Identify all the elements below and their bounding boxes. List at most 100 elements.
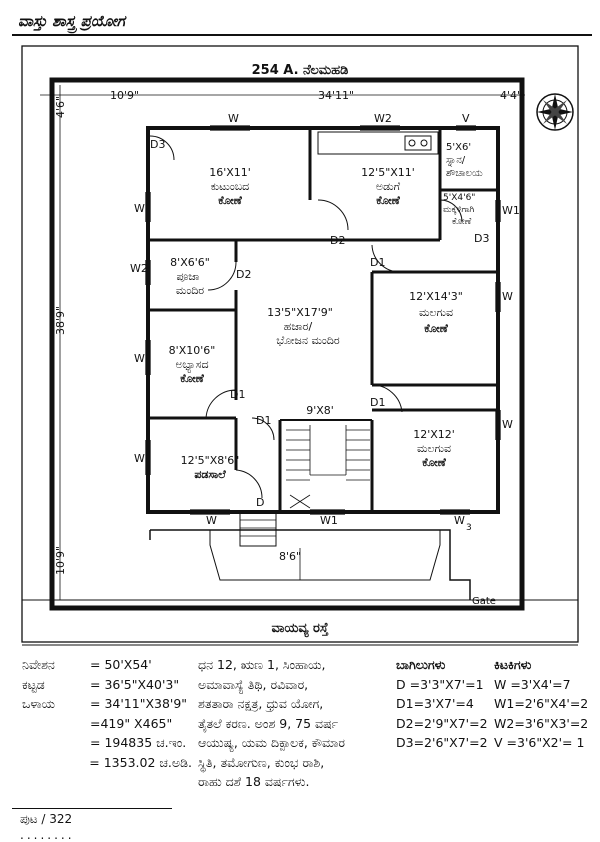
spec-row: = 1353.02 ಚ.ಅಡಿ. — [22, 753, 192, 773]
svg-text:W: W — [228, 112, 239, 125]
dim-mid: 34'11" — [318, 89, 354, 102]
svg-text:8'X10'6": 8'X10'6" — [169, 344, 216, 357]
svg-text:12'5"X11': 12'5"X11' — [361, 166, 415, 179]
windows-heading: ಕಿಟಕಿಗಳು — [494, 657, 532, 672]
spec-value: = 194835 ಚ.ಇಂ. — [90, 735, 187, 750]
svg-text:W: W — [454, 514, 465, 527]
door-swings — [149, 135, 463, 499]
svg-text:D3: D3 — [474, 232, 489, 245]
svg-text:V: V — [462, 112, 470, 125]
svg-text:D1: D1 — [230, 388, 245, 401]
room-bed2: 12'X12' ಮಲಗುವ ಕೋಣೆ — [413, 428, 455, 469]
svg-text:ಕೋಣೆ: ಕೋಣೆ — [376, 194, 400, 207]
svg-text:12'5"X8'6": 12'5"X8'6" — [181, 454, 240, 467]
gate-mark — [462, 606, 518, 610]
floor-plan: 254 A. ನೆಲಮಹಡಿ 10'9" 34'11" 4'4" 4'6" 3 8… — [21, 45, 579, 646]
svg-text:ಮಲಗುವ: ಮಲಗುವ — [417, 442, 451, 455]
svg-text:ಪಡಸಾಲೆ: ಪಡಸಾಲೆ — [194, 468, 226, 481]
spec-label — [22, 714, 90, 734]
svg-text:W: W — [134, 352, 145, 365]
svg-text:ಪೂಜಾ: ಪೂಜಾ — [176, 270, 199, 283]
plot-boundary — [49, 77, 525, 611]
door-spec: D3=2'6"X7'=2 — [396, 735, 488, 750]
svg-text:ಮಂದಿರ: ಮಂದಿರ — [176, 284, 204, 297]
spec-row: ಕಟ್ಟಡ = 36'5"X40'3" — [22, 675, 192, 695]
room-kitchen: 12'5"X11' ಅಡುಗೆ ಕೋಣೆ — [361, 166, 415, 207]
svg-text:12'X14'3": 12'X14'3" — [409, 290, 463, 303]
dim-top-v: 4'6" — [54, 96, 67, 118]
plan-title: 254 A. ನೆಲಮಹಡಿ — [252, 63, 349, 78]
room-stairs: 9'X8' — [306, 404, 334, 417]
page-header: ವಾಸ್ತು ಶಾಸ್ತ್ರ ಪ್ರಯೋಗ — [12, 8, 592, 36]
book-title: ವಾಸ್ತು ಶಾಸ್ತ್ರ ಪ್ರಯೋಗ — [18, 12, 125, 30]
svg-text:W: W — [134, 202, 145, 215]
svg-text:ಮಲಗುವ: ಮಲಗುವ — [419, 306, 453, 319]
window-spec: W2=3'6"X3'=2 — [494, 715, 589, 731]
dim-entrance: 8'6" — [279, 550, 301, 563]
room-study: 8'X10'6" ಅಭ್ಯಾಸದ ಕೋಣೆ — [169, 344, 216, 385]
stair-steps — [286, 425, 370, 509]
spec-label — [22, 733, 90, 753]
door-spec: D2=2'9"X7'=2 — [396, 715, 488, 731]
svg-text:16'X11': 16'X11' — [209, 166, 251, 179]
window-marks — [145, 125, 501, 515]
svg-text:D: D — [256, 496, 264, 509]
footer-rule — [12, 808, 172, 809]
astro-line: ಆಯುಷ್ಯ, ಯಮ ದಿಕ್ಪಾಲಕ, ಕೌಮಾರ — [198, 735, 345, 750]
room-verandah: 12'5"X8'6" ಪಡಸಾಲೆ — [181, 454, 240, 481]
site-specs: ನಿವೇಶನ = 50'X54' ಕಟ್ಟಡ = 36'5"X40'3" ಒಳಾ… — [22, 655, 192, 772]
svg-text:ಕೋಣೆ: ಕೋಣೆ — [452, 217, 472, 227]
table-row: D2=2'9"X7'=2 W2=3'6"X3'=2 — [396, 714, 592, 734]
svg-text:ಶೌಚಾಲಯ: ಶೌಚಾಲಯ — [446, 168, 483, 179]
svg-text:ಕೋಣೆ: ಕೋಣೆ — [424, 322, 448, 335]
astro-line: ಅಮಾವಾಸ್ಯೆ ತಿಥಿ, ರವಿವಾರ, — [198, 676, 309, 692]
door-spec: D1=3'X7'=4 — [396, 696, 474, 711]
window-spec: W =3'X4'=7 — [494, 676, 571, 692]
astro-line: ಧನ 12, ಋಣ 1, ಸಿಂಹಾಯ, — [198, 657, 326, 672]
dim-right: 4'4" — [500, 89, 522, 102]
svg-text:D1: D1 — [256, 414, 271, 427]
spec-value: =419" X465" — [90, 715, 173, 731]
svg-text:ಅಡುಗೆ: ಅಡುಗೆ — [376, 180, 401, 193]
table-header: ಬಾಗಿಲುಗಳು ಕಿಟಕಿಗಳು — [396, 655, 592, 675]
dim-left: 10'9" — [110, 89, 139, 102]
page-number: ಪುಟ / 322 — [20, 812, 73, 826]
svg-text:ಮಕ್ಕಳಿಗಾಗಿ: ಮಕ್ಕಳಿಗಾಗಿ — [443, 205, 474, 215]
svg-text:ಅಭ್ಯಾಸದ: ಅಭ್ಯಾಸದ — [175, 358, 208, 372]
svg-text:D3: D3 — [150, 138, 165, 151]
road-label: ವಾಯವ್ಯ ರಸ್ತೆ — [272, 621, 329, 638]
footer-dots: ........ — [20, 828, 75, 842]
spec-label — [22, 753, 89, 773]
svg-text:D2: D2 — [330, 234, 345, 247]
svg-text:5'X6': 5'X6' — [446, 142, 471, 153]
svg-text:D2: D2 — [236, 268, 251, 281]
room-hall: 13'5"X17'9" ಹಜಾರ/ ಭೋಜನ ಮಂದಿರ — [267, 306, 340, 347]
spec-label: ಒಳಾಯ — [22, 696, 55, 711]
svg-text:W1: W1 — [502, 204, 520, 217]
room-bed1: 12'X14'3" ಮಲಗುವ ಕೋಣೆ — [409, 290, 463, 335]
plan-frame — [21, 45, 579, 643]
window-spec: W1=2'6"X4'=2 — [494, 696, 589, 711]
room-bath: 5'X6' ಸ್ನಾನ/ ಶೌಚಾಲಯ — [446, 142, 483, 179]
svg-text:ಕುಟುಂಬದ: ಕುಟುಂಬದ — [211, 180, 250, 193]
svg-text:3: 3 — [466, 523, 472, 533]
spec-value: = 34'11"X38'9" — [90, 696, 188, 711]
svg-text:ಸ್ನಾನ/: ಸ್ನಾನ/ — [446, 155, 466, 166]
svg-text:D1: D1 — [370, 396, 385, 409]
house-walls — [146, 126, 500, 514]
spec-row: ನಿವೇಶನ = 50'X54' — [22, 655, 192, 675]
svg-text:12'X12': 12'X12' — [413, 428, 455, 441]
spec-row: ಒಳಾಯ = 34'11"X38'9" — [22, 694, 192, 714]
spec-row: = 194835 ಚ.ಇಂ. — [22, 733, 192, 753]
svg-text:13'5"X17'9": 13'5"X17'9" — [267, 306, 333, 319]
svg-text:ಹಜಾರ/: ಹಜಾರ/ — [284, 320, 313, 333]
astro-line: ಶತತಾರಾ ನಕ್ಷತ್ರ, ಧ್ರುವ ಯೋಗ, — [198, 696, 324, 711]
dim-bottom-v: 10'9" — [54, 546, 67, 575]
spec-value: = 1353.02 ಚ.ಅಡಿ. — [89, 754, 192, 770]
svg-text:W: W — [134, 452, 145, 465]
room-pooja: 8'X6'6" ಪೂಜಾ ಮಂದಿರ — [170, 256, 210, 297]
spec-value: = 36'5"X40'3" — [90, 676, 180, 692]
spec-label: ನಿವೇಶನ — [22, 657, 55, 672]
spec-label: ಕಟ್ಟಡ — [22, 676, 45, 692]
astro-line: ತೈತಲೆ ಕರಣ. ಅಂಶ 9, 75 ವರ್ಷ — [198, 715, 339, 731]
